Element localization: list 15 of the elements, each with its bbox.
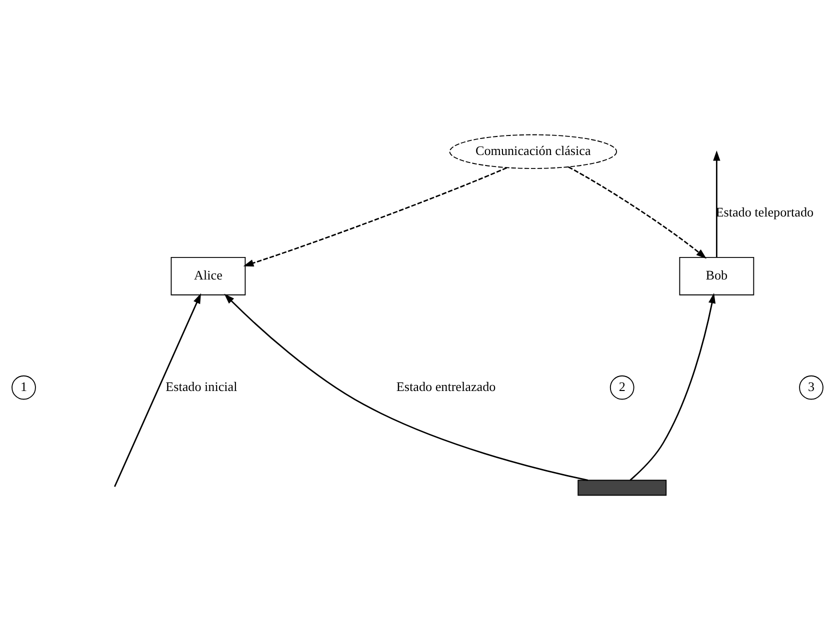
- node-circle: 3: [799, 374, 824, 400]
- node-circle: 1: [12, 374, 36, 400]
- node-bar: [578, 479, 667, 496]
- arrow: [224, 293, 588, 480]
- node-box: Alice: [170, 256, 246, 295]
- node-ellipse: Comunicación clásica: [449, 134, 618, 168]
- node-box: Bob: [679, 256, 754, 295]
- arrow: [568, 166, 706, 258]
- edge-label: Estado inicial: [166, 378, 238, 394]
- arrow: [713, 150, 720, 257]
- node-circle: 2: [610, 374, 634, 400]
- arrow: [114, 292, 202, 486]
- arrow: [243, 166, 508, 266]
- arrow: [630, 292, 716, 480]
- label: Estado entrelazado: [396, 378, 496, 394]
